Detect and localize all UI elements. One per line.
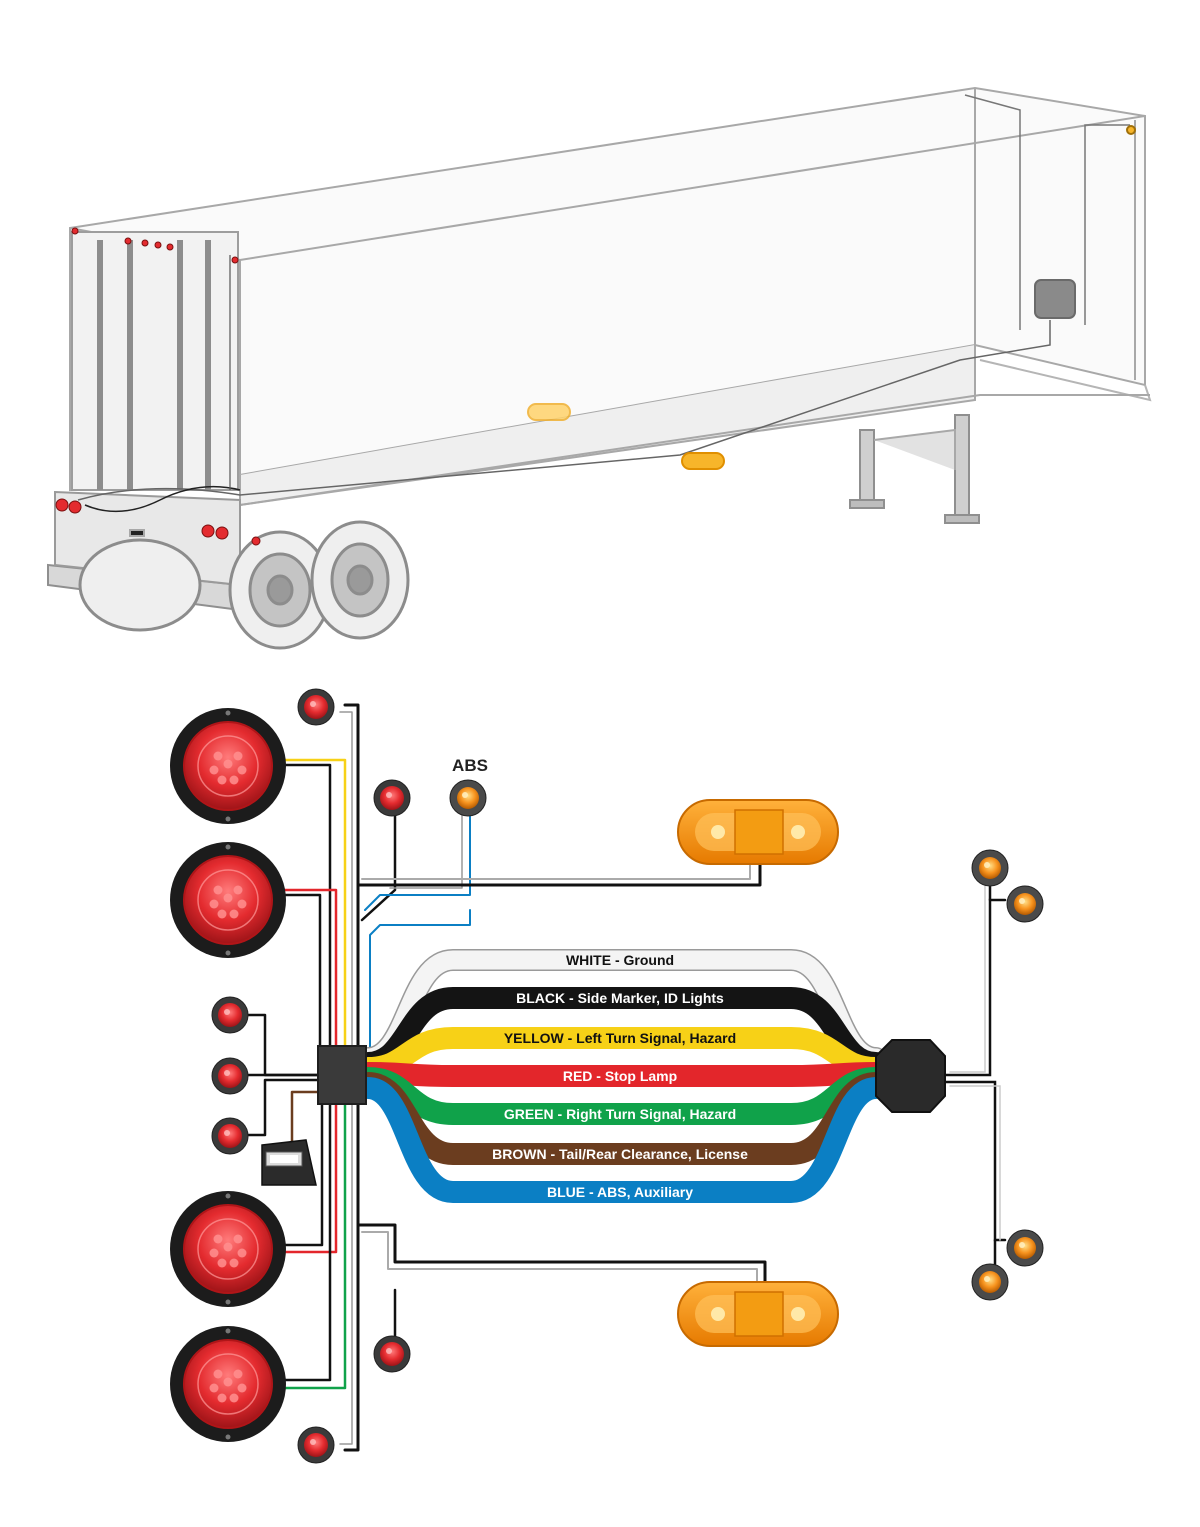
- red-clearance-lamp-1: [297, 688, 335, 726]
- stop-tail-lamp-1: [170, 708, 286, 824]
- red-clearance-lamp-5: [211, 1117, 249, 1155]
- harness-band-black: [357, 987, 887, 1074]
- harness-label-yellow: YELLOW - Left Turn Signal, Hazard: [504, 1030, 736, 1046]
- red-clearance-lamp-2: [373, 779, 411, 817]
- nose-junction-box: [875, 1039, 946, 1113]
- license-plate-lamp: [261, 1139, 317, 1186]
- harness-label-blue: BLUE - ABS, Auxiliary: [547, 1184, 693, 1200]
- stop-tail-lamp-2: [170, 842, 286, 958]
- harness-band-yellow: [357, 1027, 887, 1079]
- harness-label-green: GREEN - Right Turn Signal, Hazard: [504, 1106, 736, 1122]
- red-clearance-lamp-7: [297, 1426, 335, 1464]
- stop-tail-lamps: [170, 708, 286, 1442]
- amber-marker-lamp-3: [1006, 885, 1044, 923]
- abs-label: ABS: [452, 756, 488, 775]
- amber-marker-lamps: [449, 779, 1044, 1301]
- amber-marker-lamp-2: [971, 849, 1009, 887]
- red-clearance-lamp-4: [211, 1057, 249, 1095]
- harness-label-red: RED - Stop Lamp: [563, 1068, 677, 1084]
- harness-bands: [357, 949, 887, 1203]
- stop-tail-lamp-4: [170, 1326, 286, 1442]
- harness-band-blue: [357, 1077, 887, 1203]
- harness-label-black: BLACK - Side Marker, ID Lights: [516, 990, 724, 1006]
- nose-side-wiring: [943, 878, 1007, 1272]
- red-clearance-lamps: [211, 688, 411, 1464]
- trailer-illustration: [47, 86, 1152, 650]
- red-clearance-lamp-3: [211, 996, 249, 1034]
- amber-marker-lamp-1: [449, 779, 487, 817]
- harness-label-brown: BROWN - Tail/Rear Clearance, License: [492, 1146, 748, 1162]
- side-marker-lamp-top: [677, 799, 839, 865]
- side-marker-lamp-bottom: [677, 1281, 839, 1347]
- red-clearance-lamp-6: [373, 1335, 411, 1373]
- amber-marker-lamp-5: [971, 1263, 1009, 1301]
- rear-junction-box: [317, 1045, 367, 1105]
- harness-label-white: WHITE - Ground: [566, 952, 674, 968]
- stop-tail-lamp-3: [170, 1191, 286, 1307]
- amber-marker-lamp-4: [1006, 1229, 1044, 1267]
